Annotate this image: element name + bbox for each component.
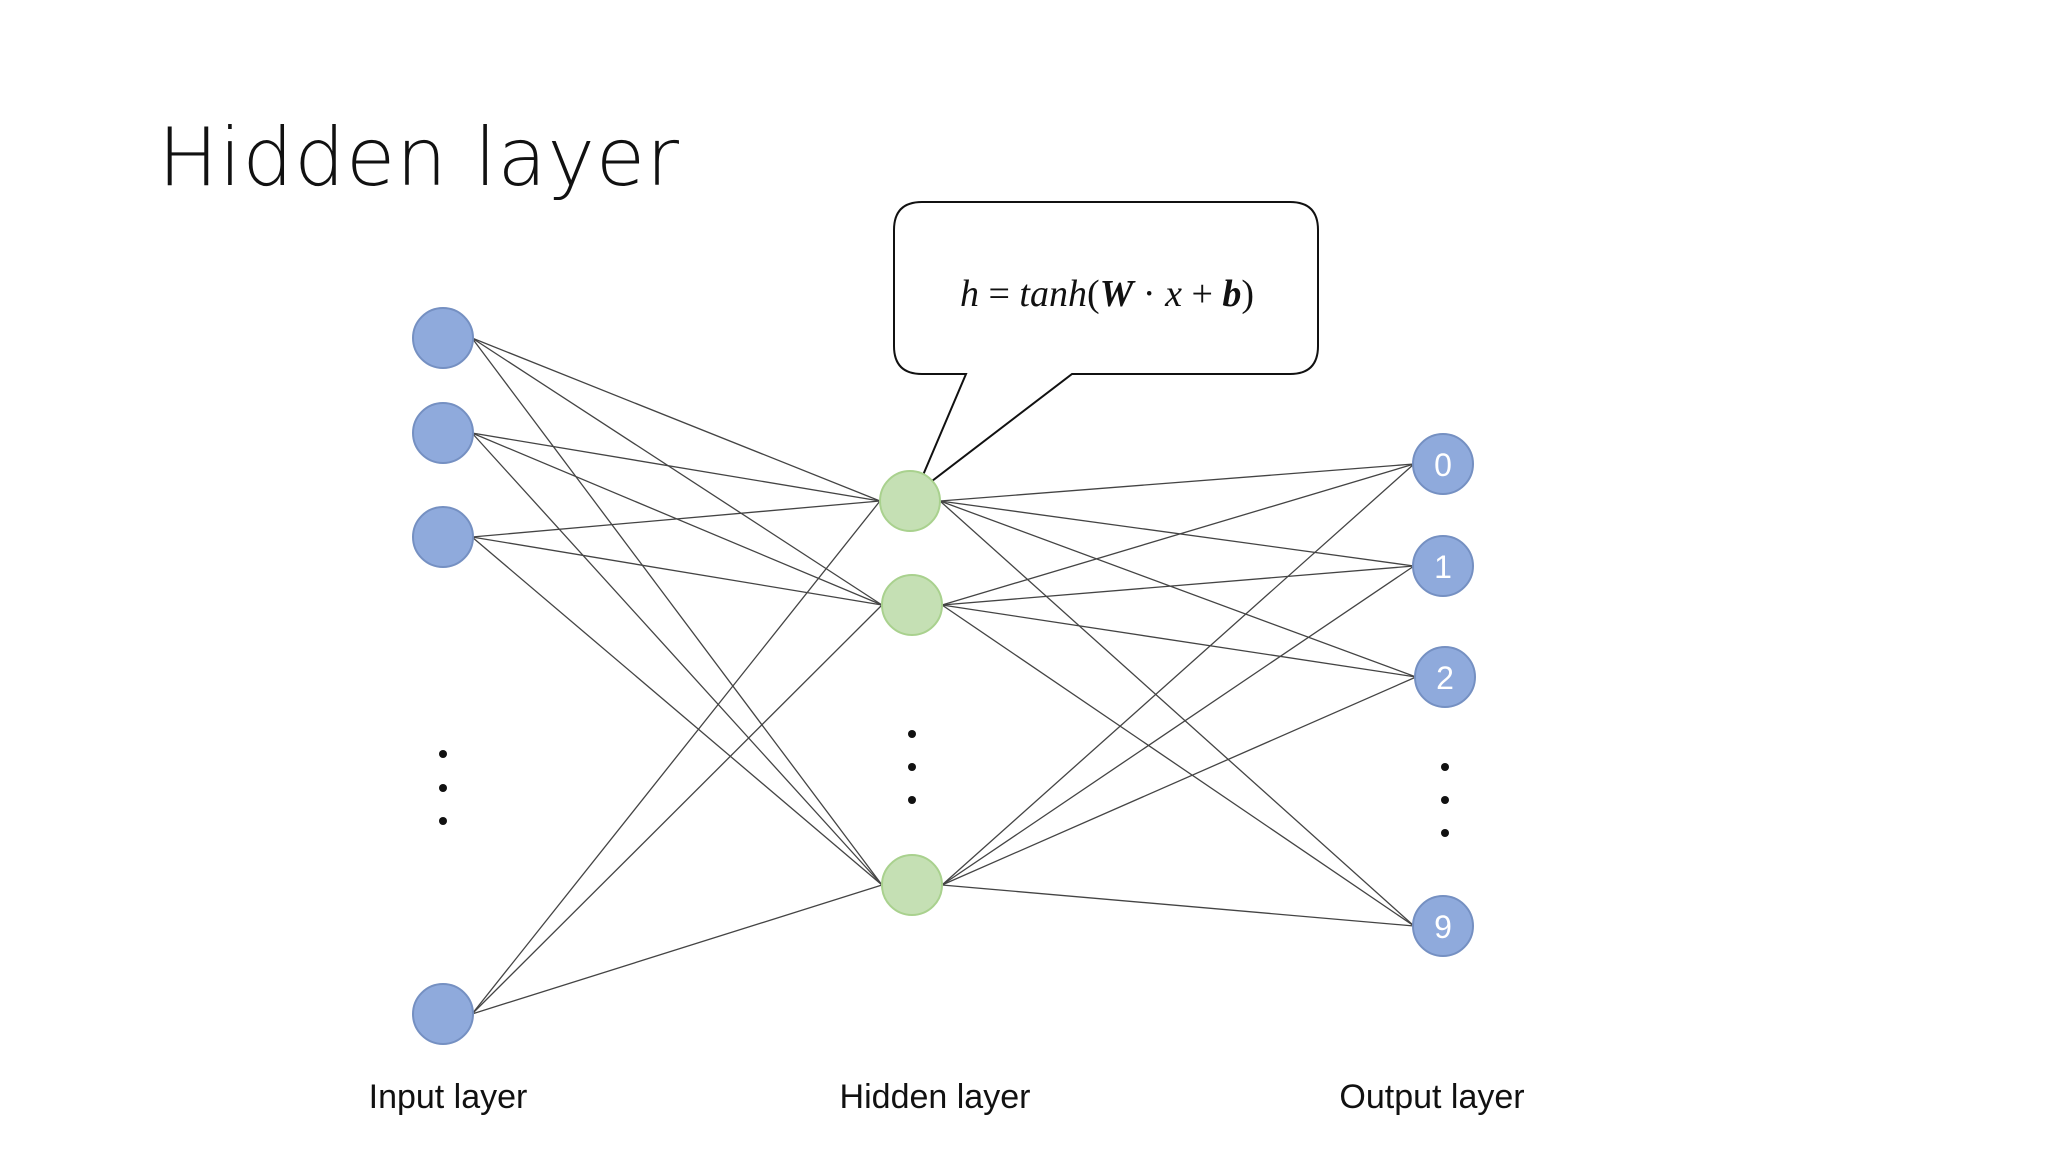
edge-in4-h1	[471, 500, 881, 1015]
formula-h: h	[959, 273, 979, 315]
input-node	[412, 402, 474, 464]
output-node-9	[1412, 895, 1474, 957]
edge-h2-o9	[941, 604, 1415, 927]
output-node-label: 1	[1434, 549, 1452, 585]
connection-edges	[471, 337, 1417, 1015]
edge-in3-h1	[471, 500, 881, 538]
edge-in2-h1	[471, 432, 881, 502]
hidden-node	[881, 854, 943, 916]
input-layer-label: Input layer	[368, 1078, 528, 1116]
input-node	[412, 506, 474, 568]
ellipsis-dot	[908, 730, 916, 738]
edge-h3-o2	[941, 676, 1417, 886]
output-node-label: 2	[1436, 660, 1454, 696]
output-node-1	[1412, 535, 1474, 597]
output-node-2	[1414, 646, 1476, 708]
hidden-layer-nodes	[879, 470, 943, 916]
hidden-node	[881, 574, 943, 636]
edge-h2-o1	[941, 565, 1415, 606]
output-layer-nodes	[1412, 433, 1476, 957]
output-layer-label: Output layer	[1339, 1078, 1525, 1116]
formula-input: x	[1165, 273, 1182, 315]
output-ellipsis	[1441, 763, 1449, 837]
formula-weights: W	[1099, 273, 1134, 315]
hidden-ellipsis	[908, 730, 916, 804]
output-node-label: 9	[1434, 909, 1452, 945]
formula-close-paren: )	[1241, 273, 1255, 315]
input-ellipsis	[439, 750, 447, 825]
ellipsis-dot	[439, 817, 447, 825]
ellipsis-dot	[1441, 829, 1449, 837]
formula-open-paren: (	[1086, 273, 1100, 315]
edge-in4-h2	[471, 604, 883, 1015]
edge-in2-h3	[471, 432, 883, 886]
hidden-node	[879, 470, 941, 532]
edge-h3-o0	[941, 463, 1415, 886]
formula-equals: =	[978, 273, 1020, 315]
edge-in1-h1	[471, 337, 881, 502]
formula-dot: ·	[1133, 273, 1166, 315]
edge-in3-h2	[471, 536, 883, 606]
edge-in1-h3	[471, 337, 883, 886]
edge-h1-o0	[939, 463, 1415, 502]
output-node-label: 0	[1434, 447, 1452, 483]
input-layer-nodes	[412, 307, 474, 1045]
ellipsis-dot	[1441, 763, 1449, 771]
edge-h3-o1	[941, 565, 1415, 886]
edge-h2-o0	[941, 463, 1415, 606]
edge-h2-o2	[941, 604, 1417, 678]
ellipsis-dot	[439, 784, 447, 792]
ellipsis-dot	[908, 796, 916, 804]
hidden-layer-label: Hidden layer	[839, 1078, 1031, 1116]
slide-title: Hidden layer	[158, 111, 680, 204]
ellipsis-dot	[908, 763, 916, 771]
formula-function: tanh	[1019, 273, 1087, 315]
formula-plus: +	[1181, 273, 1223, 315]
edge-h1-o9	[939, 500, 1415, 927]
edge-in3-h3	[471, 536, 883, 886]
edge-in4-h3	[471, 884, 883, 1015]
formula-callout	[893, 201, 1319, 498]
formula-text: h = tanh(W · x + b)	[960, 272, 1254, 316]
input-node	[412, 307, 474, 369]
edge-in1-h2	[471, 337, 883, 606]
edge-h1-o1	[939, 500, 1415, 567]
ellipsis-dot	[439, 750, 447, 758]
formula-bias: b	[1222, 273, 1242, 315]
input-node	[412, 983, 474, 1045]
output-node-0	[1412, 433, 1474, 495]
edge-h1-o2	[939, 500, 1417, 678]
edge-h3-o9	[941, 884, 1415, 927]
ellipsis-dot	[1441, 796, 1449, 804]
